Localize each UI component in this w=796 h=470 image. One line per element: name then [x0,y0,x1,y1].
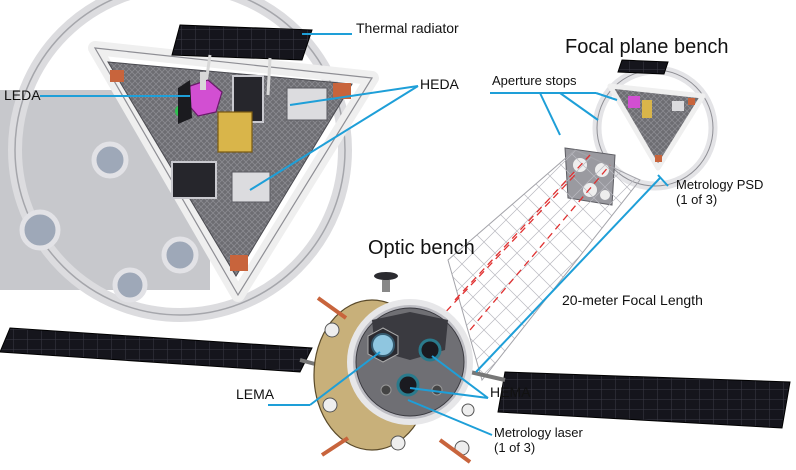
metrology-psd-count: (1 of 3) [676,191,718,207]
boom-truss [437,149,641,382]
lema-label: LEMA [236,386,275,402]
leda-label: LEDA [4,87,41,103]
inset-port-3 [161,236,199,274]
metrology-psd-label: Metrology PSD (1 of 3) [676,177,764,208]
metrology-laser-name: Metrology laser [494,425,583,440]
leader-lines [40,33,669,436]
metrology-laser-count: (1 of 3) [494,439,536,455]
metrology-laser-label: Metrology laser (1 of 3) [494,425,583,456]
inset-pad-1 [333,83,351,99]
thermal-radiator-panel [171,24,313,61]
inset-port-4 [112,267,148,303]
focal-plane-bench [592,59,718,191]
inset-pad-2 [230,255,248,271]
inset-pad-3 [110,70,124,82]
focal-length-label: 20-meter Focal Length [562,292,703,308]
hema-label: HEMA [490,384,531,400]
inset-port-1 [19,209,61,251]
inset-port-2 [91,141,129,179]
optic-bench-label: Optic bench [368,237,475,259]
heda-detector-2 [231,171,271,203]
optic-bench [313,272,475,464]
heda-label: HEDA [420,76,459,92]
focal-plane-inset [0,0,379,322]
solar-array-right [497,371,791,429]
hema-module-1 [418,338,442,362]
metrology-psd-name: Metrology PSD [676,177,764,192]
focal-plane-bench-label: Focal plane bench [565,36,729,58]
thermal-radiator-label: Thermal radiator [356,20,459,36]
electronics-box-2 [171,161,217,199]
heda-electronics [217,111,253,153]
solar-array-left [0,327,313,373]
heda-detector-1 [286,87,328,121]
hema-module-2 [396,373,420,397]
aperture-stops-label: Aperture stops [492,73,577,88]
